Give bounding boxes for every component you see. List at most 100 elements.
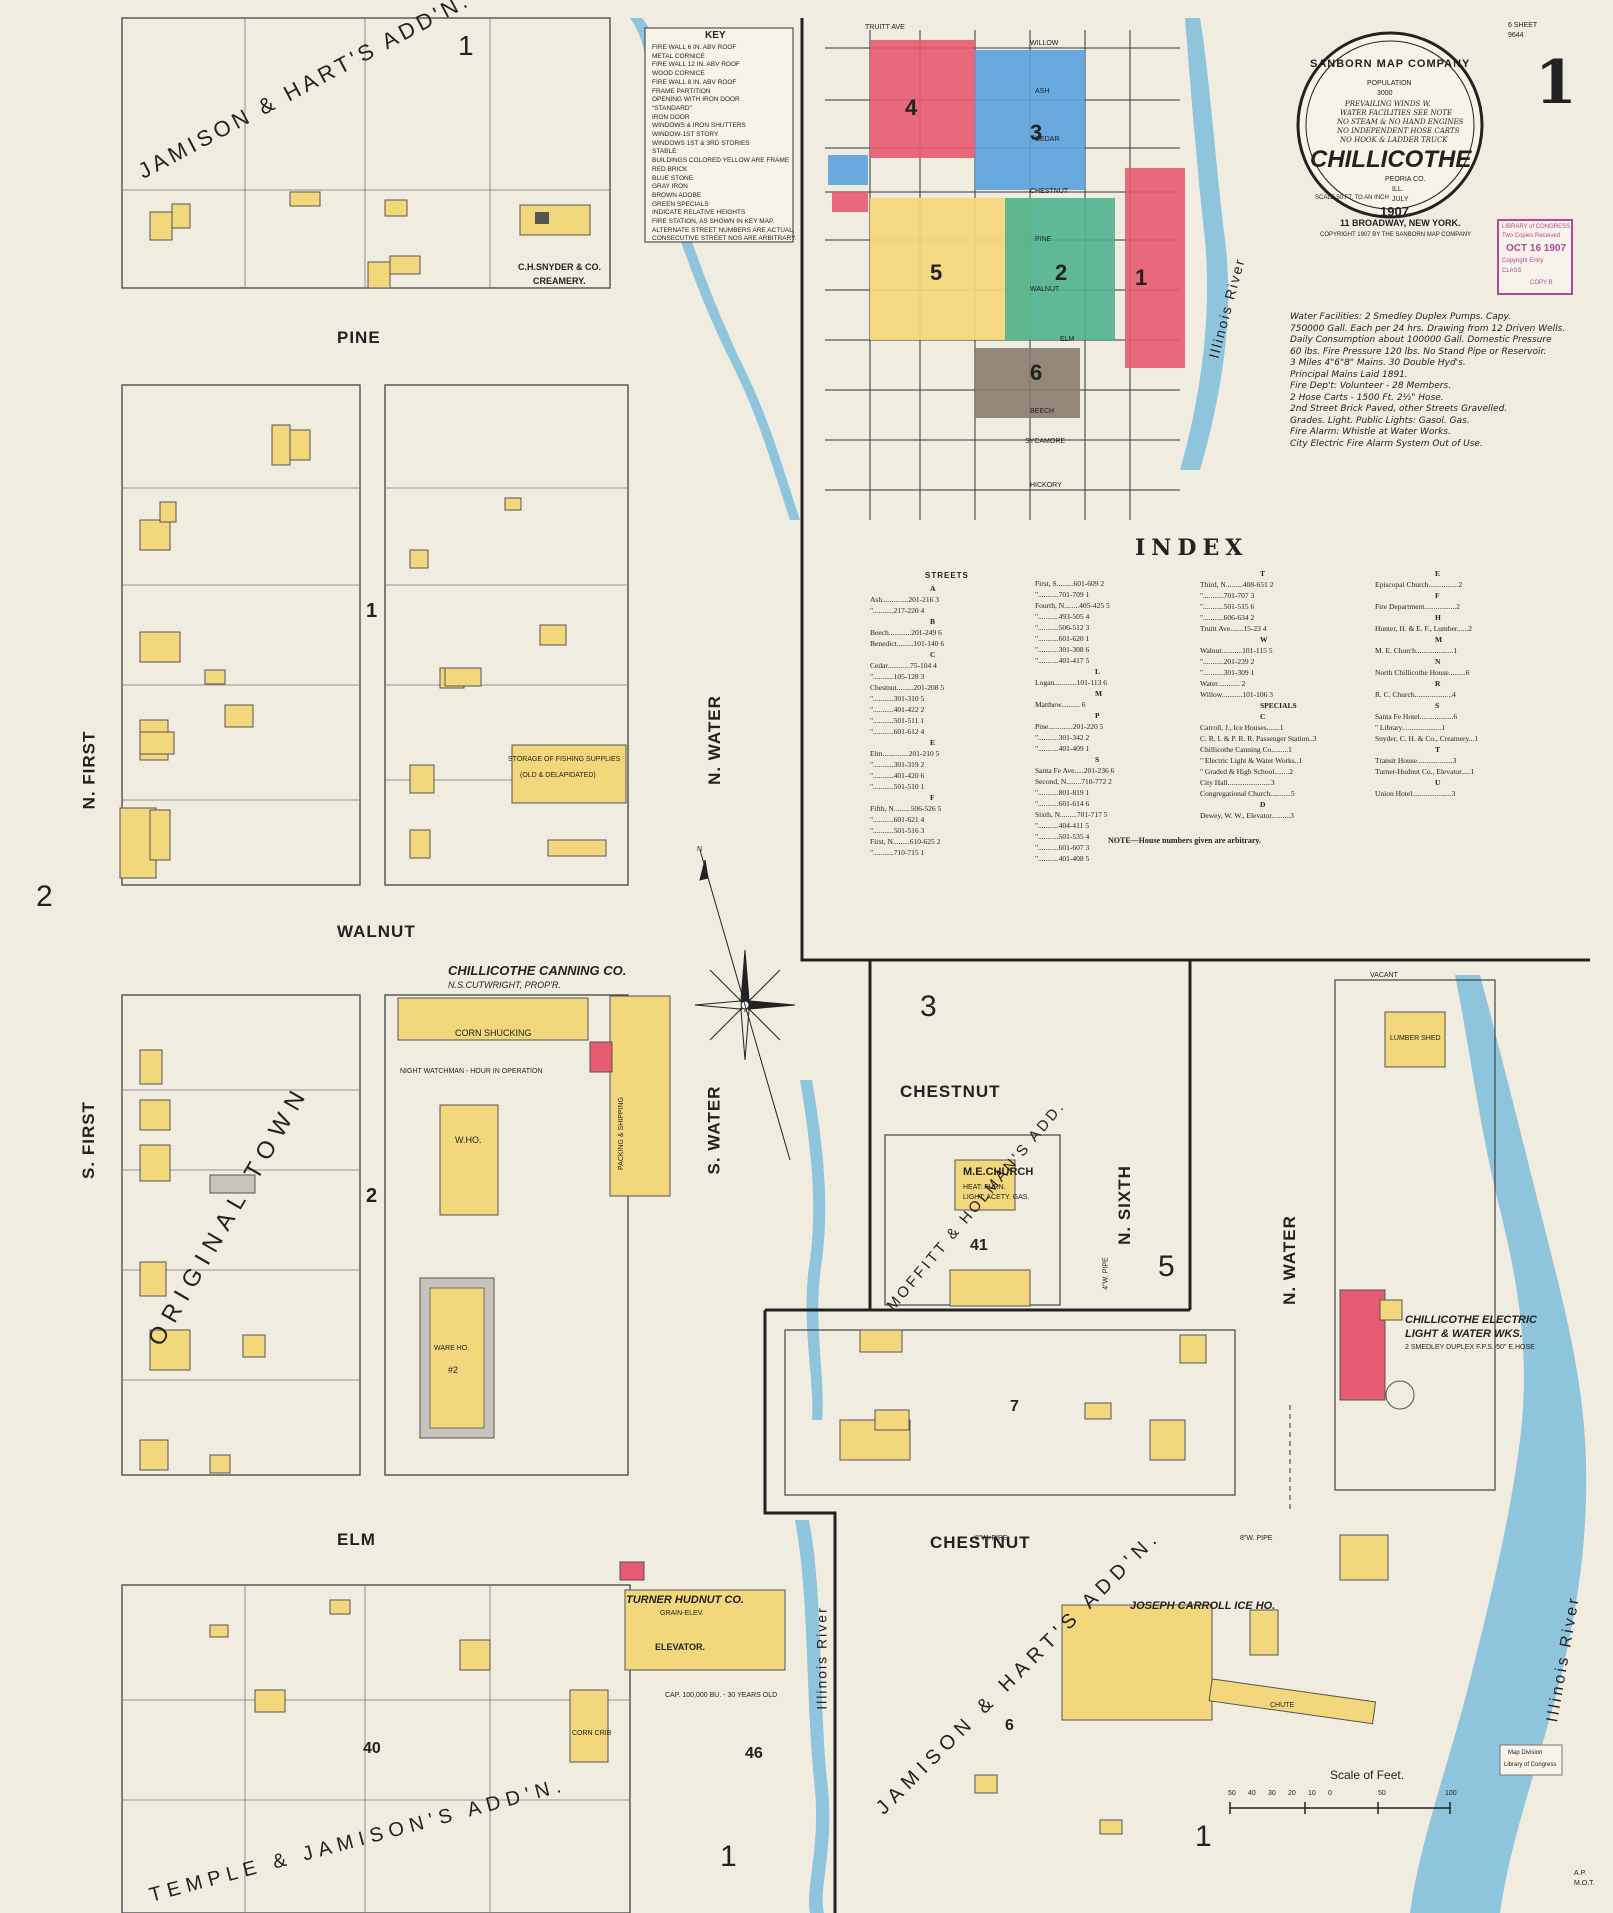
- keymap-street-8: SYCAMORE: [1025, 438, 1066, 445]
- loc-stamp-5: CLASS: [1502, 268, 1522, 274]
- index-entry-c2-1: "...........701-709 1: [1035, 590, 1090, 599]
- block-number-1-top: 1: [458, 30, 474, 61]
- index-entry-c2-20: "...........601-614 6: [1035, 799, 1090, 808]
- loc-stamp-3: OCT 16 1907: [1506, 243, 1567, 254]
- sheet-id-note: 9644: [1508, 32, 1524, 39]
- block-number-7: 7: [1010, 1398, 1019, 1415]
- key-line-5: FRAME PARTITION: [652, 87, 711, 95]
- index-entry-c2-13: Pine.............201-220 5: [1035, 722, 1104, 731]
- street-n-water-west: N. WATER: [704, 695, 724, 785]
- west-block-outlines: [121, 17, 631, 1913]
- keymap-block-label-2: 2: [1055, 260, 1068, 285]
- index-entry-c2-7: "...........401-417 5: [1035, 656, 1090, 665]
- carroll-ice-label: JOSEPH CARROLL ICE HO.: [1130, 1600, 1276, 1612]
- index-entry-c2-25: "...........401-408 5: [1035, 854, 1090, 863]
- index-entry-c3-3: "...........501-515 6: [1200, 602, 1255, 611]
- keymap-block-1: [1125, 168, 1185, 368]
- keymap-street-9: HICKORY: [1030, 482, 1062, 489]
- coal-shed: [1379, 1299, 1403, 1321]
- index-entry-c2-0: First, S.........601-609 2: [1035, 579, 1105, 588]
- creamery-boiler: [535, 212, 549, 224]
- index-entry-c1-7: Cedar............75-104 4: [870, 661, 937, 670]
- index-entry-c4-20: Union Hotel.....................3: [1375, 789, 1456, 798]
- me-church-light: LIGHT: ACETY. GAS.: [963, 1194, 1030, 1201]
- map-division-1: Map Division: [1508, 1750, 1543, 1756]
- index-entry-c4-0: E: [1435, 569, 1441, 578]
- seal-county: PEORIA CO.: [1385, 176, 1426, 183]
- index-entry-c3-20: Congregational Church...........5: [1200, 789, 1295, 798]
- seal-state: ILL.: [1392, 186, 1404, 193]
- index-entry-c3-9: "...........301-309 1: [1200, 668, 1255, 677]
- index-entry-c4-9: North Chillicothe House.........6: [1375, 668, 1470, 677]
- index-entry-c3-16: Chillicothe Canning Co.........1: [1200, 745, 1292, 754]
- index-entry-c3-13: C: [1260, 712, 1266, 721]
- keymap-block-label-4: 4: [905, 95, 918, 120]
- warehouse-2-inner: [429, 1287, 485, 1429]
- index-entry-c4-12: S: [1435, 701, 1440, 710]
- snyder-label: C.H.SNYDER & CO.: [518, 262, 602, 272]
- block-number-1-bottom: 1: [720, 1840, 737, 1873]
- index-entry-c3-12: SPECIALS: [1260, 701, 1297, 710]
- index-entry-c4-18: Turner-Hudnut Co., Elevator.....1: [1375, 767, 1475, 776]
- key-line-12: STABLE: [652, 148, 677, 156]
- water-note-line-1: 750000 Gall. Each per 24 hrs. Drawing fr…: [1290, 323, 1566, 334]
- key-title: KEY: [705, 30, 726, 41]
- block-number-2-side: 2: [36, 880, 53, 913]
- water-note-line-2: Daily Consumption about 100000 Gall. Dom…: [1290, 335, 1552, 345]
- index-entry-c3-11: Willow...........101-106 3: [1200, 690, 1273, 699]
- index-entry-c4-14: " Library.....................1: [1375, 723, 1446, 732]
- index-entry-c2-8: L: [1095, 667, 1101, 676]
- index-entry-c4-19: U: [1435, 778, 1441, 787]
- creamery-label: CREAMERY.: [533, 276, 586, 286]
- index-entry-c1-2: "...........217-220 4: [870, 606, 925, 615]
- key-line-13: BUILDINGS COLORED YELLOW ARE FRAME: [652, 157, 790, 165]
- index-entry-c2-10: M: [1095, 689, 1103, 698]
- seal-town: CHILLICOTHE: [1310, 146, 1472, 173]
- canning-brick: [589, 1041, 613, 1073]
- block-number-40: 40: [363, 1740, 381, 1757]
- index-entry-c4-6: M: [1435, 635, 1443, 644]
- key-line-14: RED BRICK: [652, 165, 688, 173]
- water-note-line-9: Grades. Light. Public Lights: Gasol. Gas…: [1290, 415, 1470, 426]
- index-entry-c2-9: Logan............101-113 6: [1035, 678, 1108, 687]
- key-line-6: OPENING WITH IRON DOOR: [652, 96, 740, 104]
- turner-label: TURNER HUDNUT CO.: [626, 1594, 744, 1606]
- index-entry-c4-2: F: [1435, 591, 1440, 600]
- index-entry-c4-3: Fire Department.................2: [1375, 602, 1460, 611]
- water-note-line-7: 2 Hose Carts - 1500 Ft. 2½" Hose.: [1290, 392, 1444, 403]
- sheet-count-note: 6 SHEET: [1508, 22, 1538, 29]
- scale-tick-7: 100: [1445, 1790, 1457, 1797]
- index-entry-c3-22: Dewey, W. W., Elevator..........3: [1200, 811, 1294, 820]
- pipe-label-1: 8"W. PIPE: [975, 1535, 1008, 1542]
- index-entry-c2-21: Sixth, N.........701-717 5: [1035, 810, 1108, 819]
- illinois-river-east: [1410, 975, 1587, 1913]
- key-line-9: WINDOWS & IRON SHUTTERS: [652, 122, 746, 130]
- canning-co-label: CHILLICOTHE CANNING CO.: [448, 963, 627, 978]
- illinois-river-upper: [630, 18, 800, 520]
- seal-copyright: COPYRIGHT 1907 BY THE SANBORN MAP COMPAN…: [1320, 232, 1472, 238]
- seal-scale: SCALE 50 FT. TO AN INCH: [1315, 195, 1389, 201]
- loc-stamp-6: COPY B: [1530, 280, 1553, 286]
- compass-north: N: [697, 846, 703, 853]
- wh-label: W.HO.: [455, 1135, 482, 1145]
- index-entry-c2-16: S: [1095, 755, 1100, 764]
- elevator-office-brick: [619, 1561, 645, 1581]
- index-entry-c4-8: N: [1435, 657, 1441, 666]
- index-entry-c1-6: C: [930, 650, 936, 659]
- index-entry-c1-23: First, N.........610-625 2: [870, 837, 941, 846]
- electric-plant-brick: [1339, 1289, 1386, 1401]
- seal-winds: PREVAILING WINDS W.: [1345, 100, 1431, 108]
- scale-tick-1: 40: [1248, 1790, 1256, 1797]
- key-line-10: WINDOW-1ST STORY: [652, 131, 719, 139]
- index-entry-c1-9: Chestnut.........201-208 5: [870, 683, 945, 692]
- scale-bar-icon: [1229, 1802, 1451, 1814]
- grain-elev-label: GRAIN-ELEV.: [660, 1610, 704, 1617]
- chute-label: CHUTE: [1270, 1702, 1295, 1709]
- block-number-46: 46: [745, 1745, 763, 1762]
- keymap-street-7: BEECH: [1030, 408, 1055, 415]
- illinois-river-west: [795, 1520, 830, 1913]
- water-note-line-0: Water Facilities: 2 Smedley Duplex Pumps…: [1290, 312, 1511, 322]
- street-walnut: WALNUT: [337, 922, 416, 941]
- keymap-street-0: WILLOW: [1030, 40, 1059, 47]
- scale-tick-5: 0: [1328, 1790, 1332, 1797]
